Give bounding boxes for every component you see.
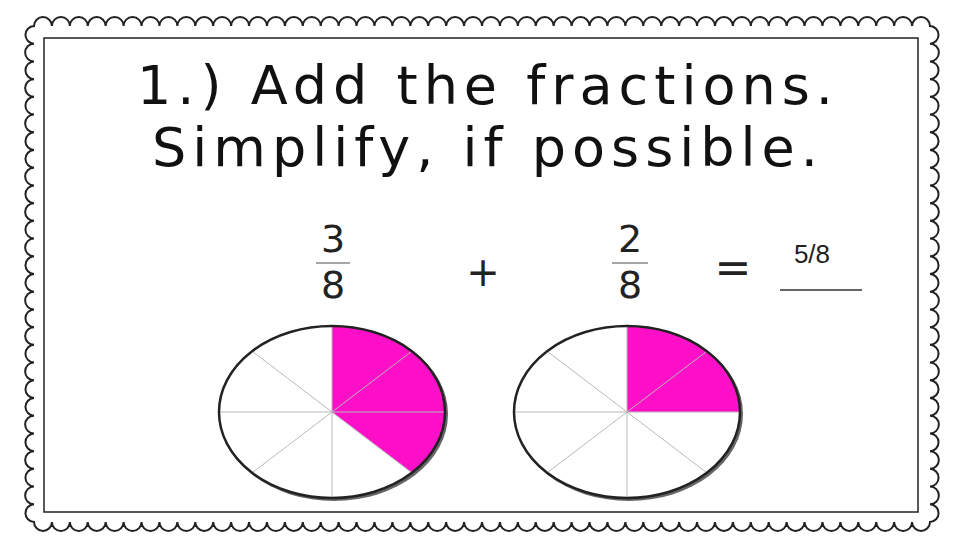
slice-lines xyxy=(514,326,740,498)
label-box: 5/8 xyxy=(794,240,830,269)
pie-face xyxy=(514,326,740,498)
label-box: 8 xyxy=(321,265,345,307)
pie-face xyxy=(219,326,445,498)
slice-line xyxy=(547,351,707,473)
label-box: 8 xyxy=(618,265,642,307)
numerator: 2 xyxy=(618,219,642,261)
worksheet-title: 1.) Add the fractions. Simplify, if poss… xyxy=(137,54,839,179)
title-box: 1.) Add the fractions. Simplify, if poss… xyxy=(108,55,868,179)
pie-right xyxy=(514,326,743,501)
denominator: 8 xyxy=(618,265,642,307)
answer-text: 5/8 xyxy=(794,240,830,269)
fraction-bar xyxy=(316,262,350,264)
numerator: 3 xyxy=(321,219,345,261)
answer-line xyxy=(780,289,862,291)
pie-shadow xyxy=(220,327,448,501)
slice-line xyxy=(252,351,412,473)
pie-outline xyxy=(219,326,445,498)
label-box: = xyxy=(715,244,752,292)
inner-frame xyxy=(44,38,918,512)
equals-sign: = xyxy=(715,244,752,292)
plus-sign: + xyxy=(466,250,500,294)
pie-shadow xyxy=(515,327,743,501)
label-box: + xyxy=(466,250,500,294)
pie-left xyxy=(219,326,448,501)
pie-outline xyxy=(514,326,740,498)
fraction-bar xyxy=(612,262,648,264)
slice-lines xyxy=(219,326,445,498)
label-box: 3 xyxy=(321,219,345,261)
label-box: 2 xyxy=(618,219,642,261)
scalloped-border xyxy=(25,17,939,531)
denominator: 8 xyxy=(321,265,345,307)
